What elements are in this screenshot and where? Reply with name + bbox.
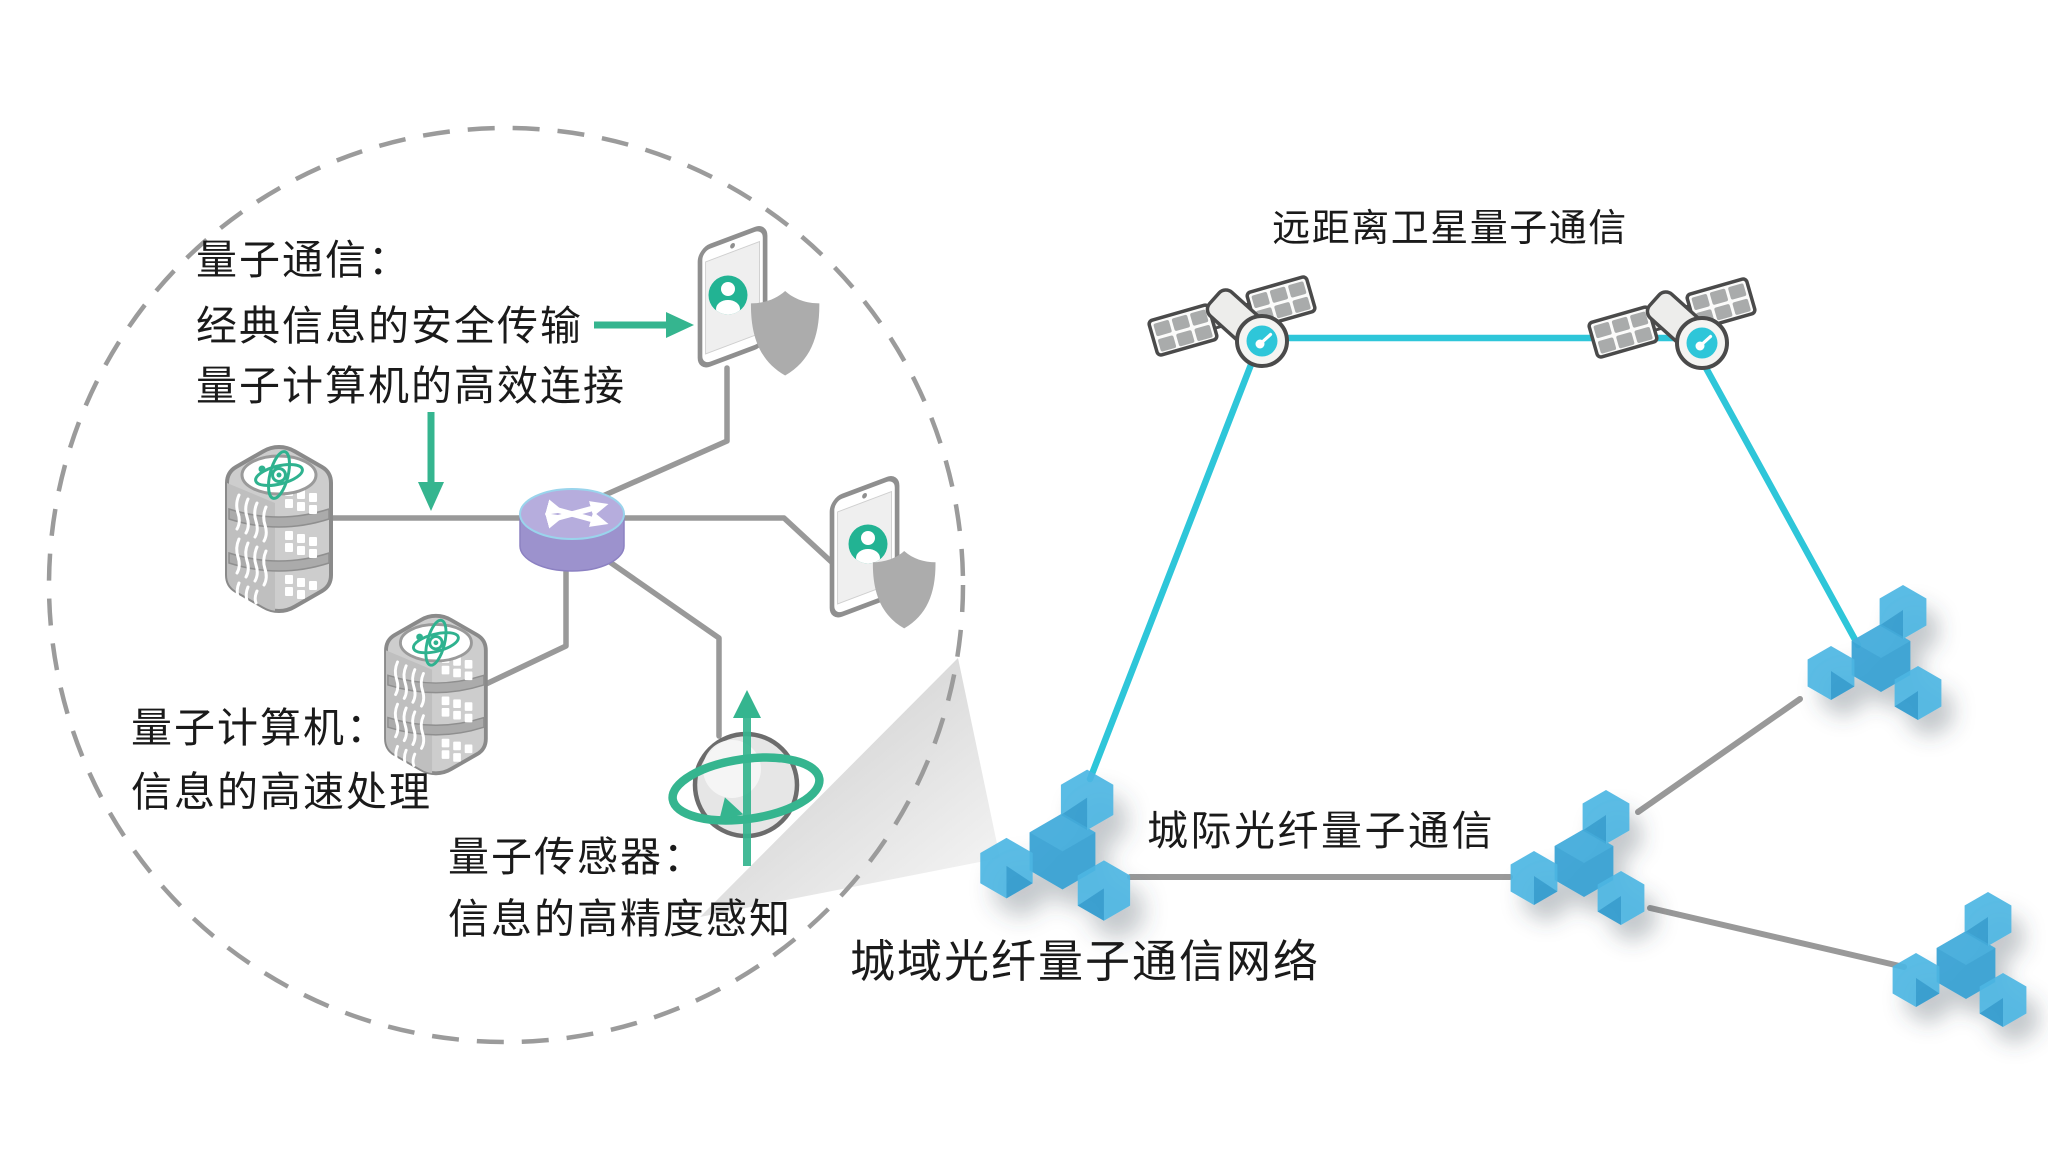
shield-icon-2 [872,551,936,629]
label-quantum-sensor-title: 量子传感器： [448,833,706,881]
network-node-icon-d [1893,892,2027,1027]
label-quantum-computer-desc1: 信息的高速处理 [131,768,432,816]
network-node-icon-c [1808,585,1942,720]
label-quantum-communication-desc2: 量子计算机的高效连接 [196,362,626,410]
magnifier-callout-wedge [700,658,1000,917]
arrow-to-phone-icon [594,312,694,338]
label-metro-network: 城域光纤量子通信网络 [850,935,1320,988]
link-nodeB-nodeC [1635,696,1803,815]
label-quantum-sensor-desc1: 信息的高精度感知 [448,895,792,943]
network-node-icon-b [1511,790,1645,925]
link-router-server2 [483,549,569,687]
router-icon [519,488,625,572]
quantum-sensor-icon [668,690,824,866]
user-badge-icon-1 [708,275,748,315]
label-quantum-communication-desc1: 经典信息的安全传输 [196,302,583,350]
quantum-computer-icon-2 [384,613,488,776]
label-intercity-link: 城际光纤量子通信 [1147,807,1495,855]
satellite-icon-2 [1586,276,1758,370]
shield-icon-1 [750,291,820,376]
label-quantum-communication-title: 量子通信： [196,236,411,284]
arrow-to-router-icon [418,412,444,511]
link-nodeB-nodeD [1647,905,1907,970]
label-quantum-computer-title: 量子计算机： [131,704,389,752]
satellite-icon-1 [1146,274,1318,368]
link-router-sensor [601,555,722,739]
network-node-icon-metro [980,770,1130,921]
link-satellite1-nodeA [1086,358,1256,783]
link-router-phone2 [621,515,841,571]
label-satellite-link: 远距离卫星量子通信 [1272,206,1628,250]
magnifier-circle [46,125,966,1045]
quantum-computer-icon-1 [225,445,333,613]
link-satellite2-nodeC [1702,364,1862,649]
link-phone1-router [593,365,730,502]
